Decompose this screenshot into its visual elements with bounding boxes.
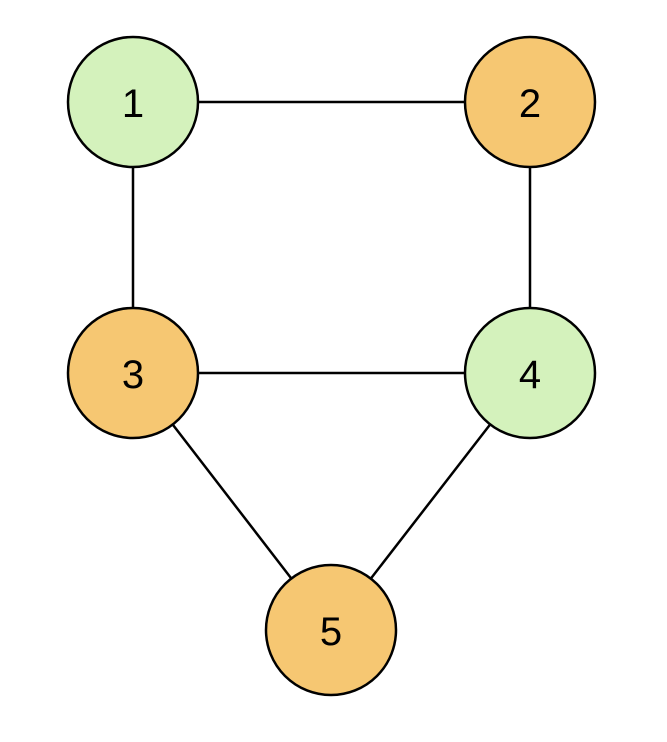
node-3-circle (66, 306, 200, 440)
node-4: 4 (463, 306, 597, 440)
node-5-label: 5 (320, 610, 342, 654)
edge-layer (131, 100, 532, 580)
node-3-label: 3 (122, 353, 144, 397)
node-3: 3 (66, 306, 200, 440)
node-4-label: 4 (519, 353, 541, 397)
node-1-label: 1 (122, 82, 144, 126)
edge-4-5 (369, 423, 492, 580)
node-1: 1 (66, 35, 200, 169)
node-2-circle (463, 35, 597, 169)
node-layer: 1 2 3 4 5 (66, 35, 597, 697)
node-5-circle (264, 563, 398, 697)
node-1-circle (66, 35, 200, 169)
node-4-circle (463, 306, 597, 440)
node-2-label: 2 (519, 82, 541, 126)
node-5: 5 (264, 563, 398, 697)
node-2: 2 (463, 35, 597, 169)
edge-3-5 (171, 423, 293, 580)
